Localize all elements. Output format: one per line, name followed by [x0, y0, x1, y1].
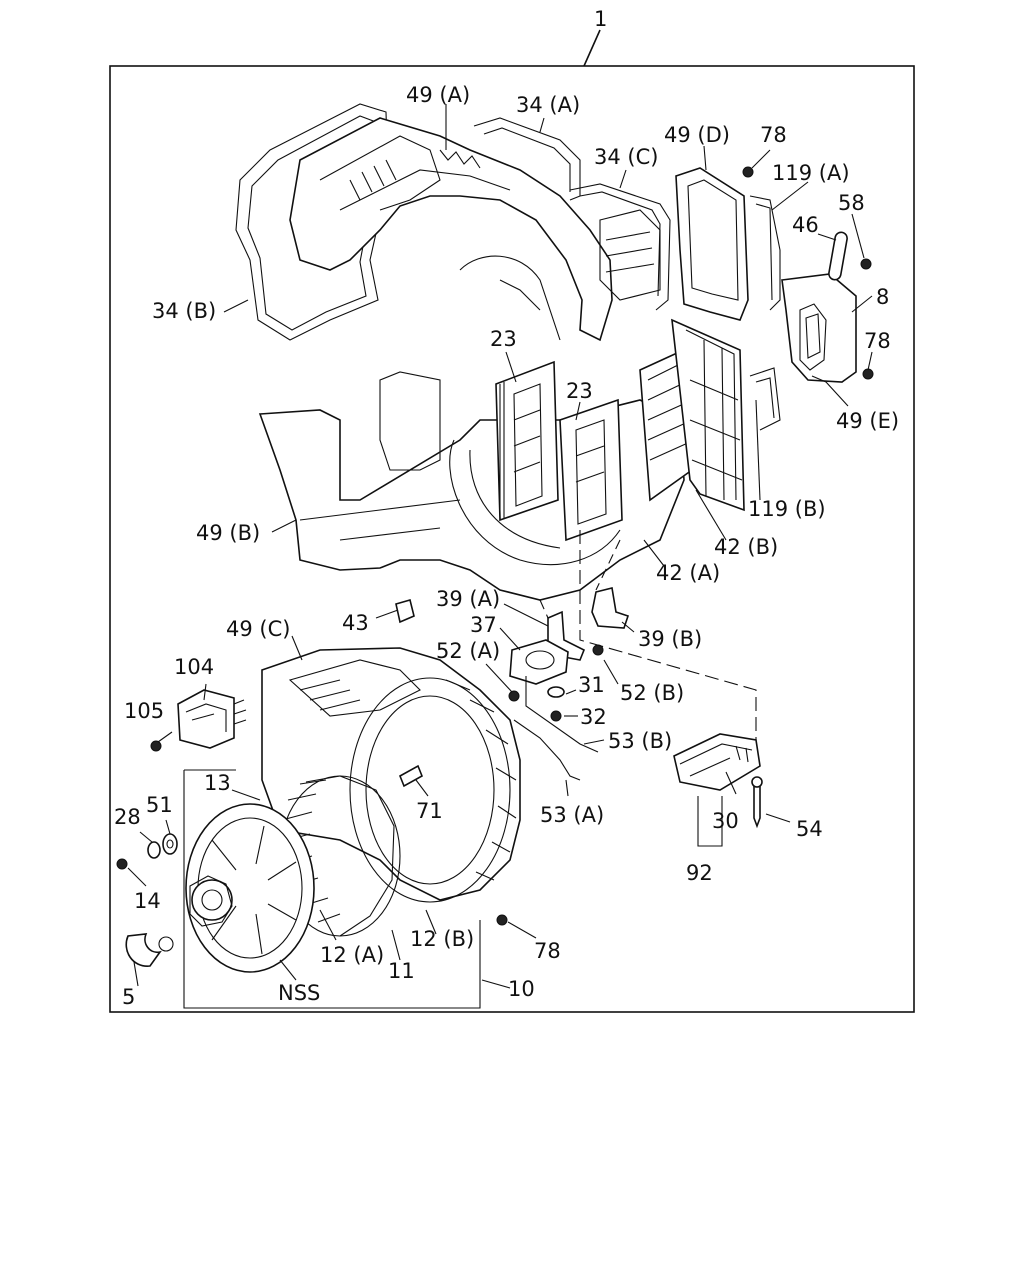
lower-case-assembly	[258, 318, 781, 601]
blower-case	[261, 647, 521, 903]
blower-fan-motor	[185, 775, 401, 973]
label-5: 5	[122, 985, 135, 1009]
label-105: 105	[124, 699, 164, 723]
label-1: 1	[594, 7, 607, 31]
label-31: 31	[578, 673, 605, 697]
label-119b: 119 (B)	[748, 497, 826, 521]
label-52b: 52 (B)	[620, 681, 684, 705]
label-8: 8	[876, 285, 889, 309]
label-51: 51	[146, 793, 173, 817]
subassembly-box	[183, 770, 481, 1009]
label-58: 58	[838, 191, 865, 215]
label-28: 28	[114, 805, 141, 829]
small-parts-left	[116, 833, 178, 967]
label-12b: 12 (B)	[410, 927, 474, 951]
label-42b: 42 (B)	[714, 535, 778, 559]
label-78-right: 78	[864, 329, 891, 353]
label-54: 54	[796, 817, 823, 841]
resistor-104	[150, 689, 247, 752]
shaft-71	[398, 764, 424, 788]
actuator-linkage	[508, 587, 630, 781]
label-nss: NSS	[278, 981, 320, 1005]
screw-78-lower	[496, 914, 508, 926]
label-12a: 12 (A)	[320, 943, 384, 967]
label-119a: 119 (A)	[772, 161, 850, 185]
upper-case-assembly	[235, 103, 671, 342]
bracket-8	[742, 166, 874, 383]
label-13: 13	[204, 771, 231, 795]
label-39a: 39 (A)	[436, 587, 500, 611]
assembly-frame	[109, 65, 915, 1013]
label-23-left: 23	[490, 327, 517, 351]
label-49e: 49 (E)	[836, 409, 899, 433]
leader-1	[583, 29, 601, 67]
label-30: 30	[712, 809, 739, 833]
clip-43	[395, 599, 415, 624]
actuator-92	[673, 733, 763, 829]
label-14: 14	[134, 889, 161, 913]
label-49d: 49 (D)	[664, 123, 730, 147]
label-53a: 53 (A)	[540, 803, 604, 827]
label-32: 32	[580, 705, 607, 729]
label-49a: 49 (A)	[406, 83, 470, 107]
leader-lines	[127, 104, 873, 1009]
label-34a: 34 (A)	[516, 93, 580, 117]
label-10: 10	[508, 977, 535, 1001]
label-78-top: 78	[760, 123, 787, 147]
label-34b: 34 (B)	[152, 299, 216, 323]
label-104: 104	[174, 655, 214, 679]
label-42a: 42 (A)	[656, 561, 720, 585]
label-23-right: 23	[566, 379, 593, 403]
label-43: 43	[342, 611, 369, 635]
label-71: 71	[416, 799, 443, 823]
label-53b: 53 (B)	[608, 729, 672, 753]
label-52a: 52 (A)	[436, 639, 500, 663]
label-49b: 49 (B)	[196, 521, 260, 545]
callout-labels: 1 49 (A) 34 (A) 49 (D) 78 34 (C) 119 (A)…	[114, 7, 899, 1009]
label-46: 46	[792, 213, 819, 237]
label-11: 11	[388, 959, 415, 983]
label-34c: 34 (C)	[594, 145, 658, 169]
cover-49d	[675, 167, 781, 321]
label-39b: 39 (B)	[638, 627, 702, 651]
label-37: 37	[470, 613, 497, 637]
label-92: 92	[686, 861, 713, 885]
label-49c: 49 (C)	[226, 617, 290, 641]
label-78-bottom: 78	[534, 939, 561, 963]
